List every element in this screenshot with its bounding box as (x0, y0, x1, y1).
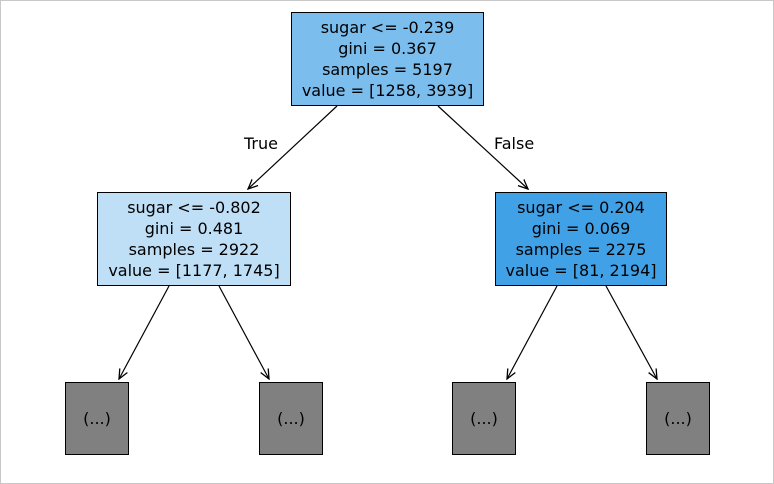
node-gini: gini = 0.367 (338, 39, 437, 58)
node-condition: sugar <= -0.802 (127, 198, 261, 217)
tree-leaf-truncated: (...) (65, 382, 129, 455)
tree-node-root: sugar <= -0.239 gini = 0.367 samples = 5… (291, 12, 484, 106)
node-samples: samples = 2922 (128, 240, 260, 259)
node-value: value = [81, 2194] (505, 261, 657, 280)
edge-root-right (437, 105, 528, 189)
node-condition: sugar <= 0.204 (517, 198, 645, 217)
tree-node-left: sugar <= -0.802 gini = 0.481 samples = 2… (97, 192, 291, 286)
leaf-label: (...) (83, 409, 111, 428)
edge-label-false: False (494, 134, 535, 153)
leaf-label: (...) (470, 409, 498, 428)
leaf-label: (...) (664, 409, 692, 428)
edge-label-true: True (244, 134, 278, 153)
node-value: value = [1258, 3939] (301, 81, 474, 100)
node-gini: gini = 0.069 (531, 219, 631, 238)
edge-right-leaf3 (605, 285, 657, 379)
edge-left-leaf1 (218, 285, 269, 379)
tree-node-right: sugar <= 0.204 gini = 0.069 samples = 22… (495, 192, 667, 286)
edge-left-leaf0 (119, 285, 170, 379)
edge-right-leaf2 (507, 285, 558, 379)
edge-root-left (248, 105, 338, 189)
node-gini: gini = 0.481 (144, 219, 244, 238)
node-value: value = [1177, 1745] (108, 261, 280, 280)
tree-leaf-truncated: (...) (452, 382, 516, 455)
node-samples: samples = 5197 (322, 60, 453, 79)
node-condition: sugar <= -0.239 (320, 18, 455, 37)
tree-leaf-truncated: (...) (259, 382, 323, 455)
leaf-label: (...) (277, 409, 305, 428)
tree-leaf-truncated: (...) (646, 382, 710, 455)
node-samples: samples = 2275 (515, 240, 647, 259)
